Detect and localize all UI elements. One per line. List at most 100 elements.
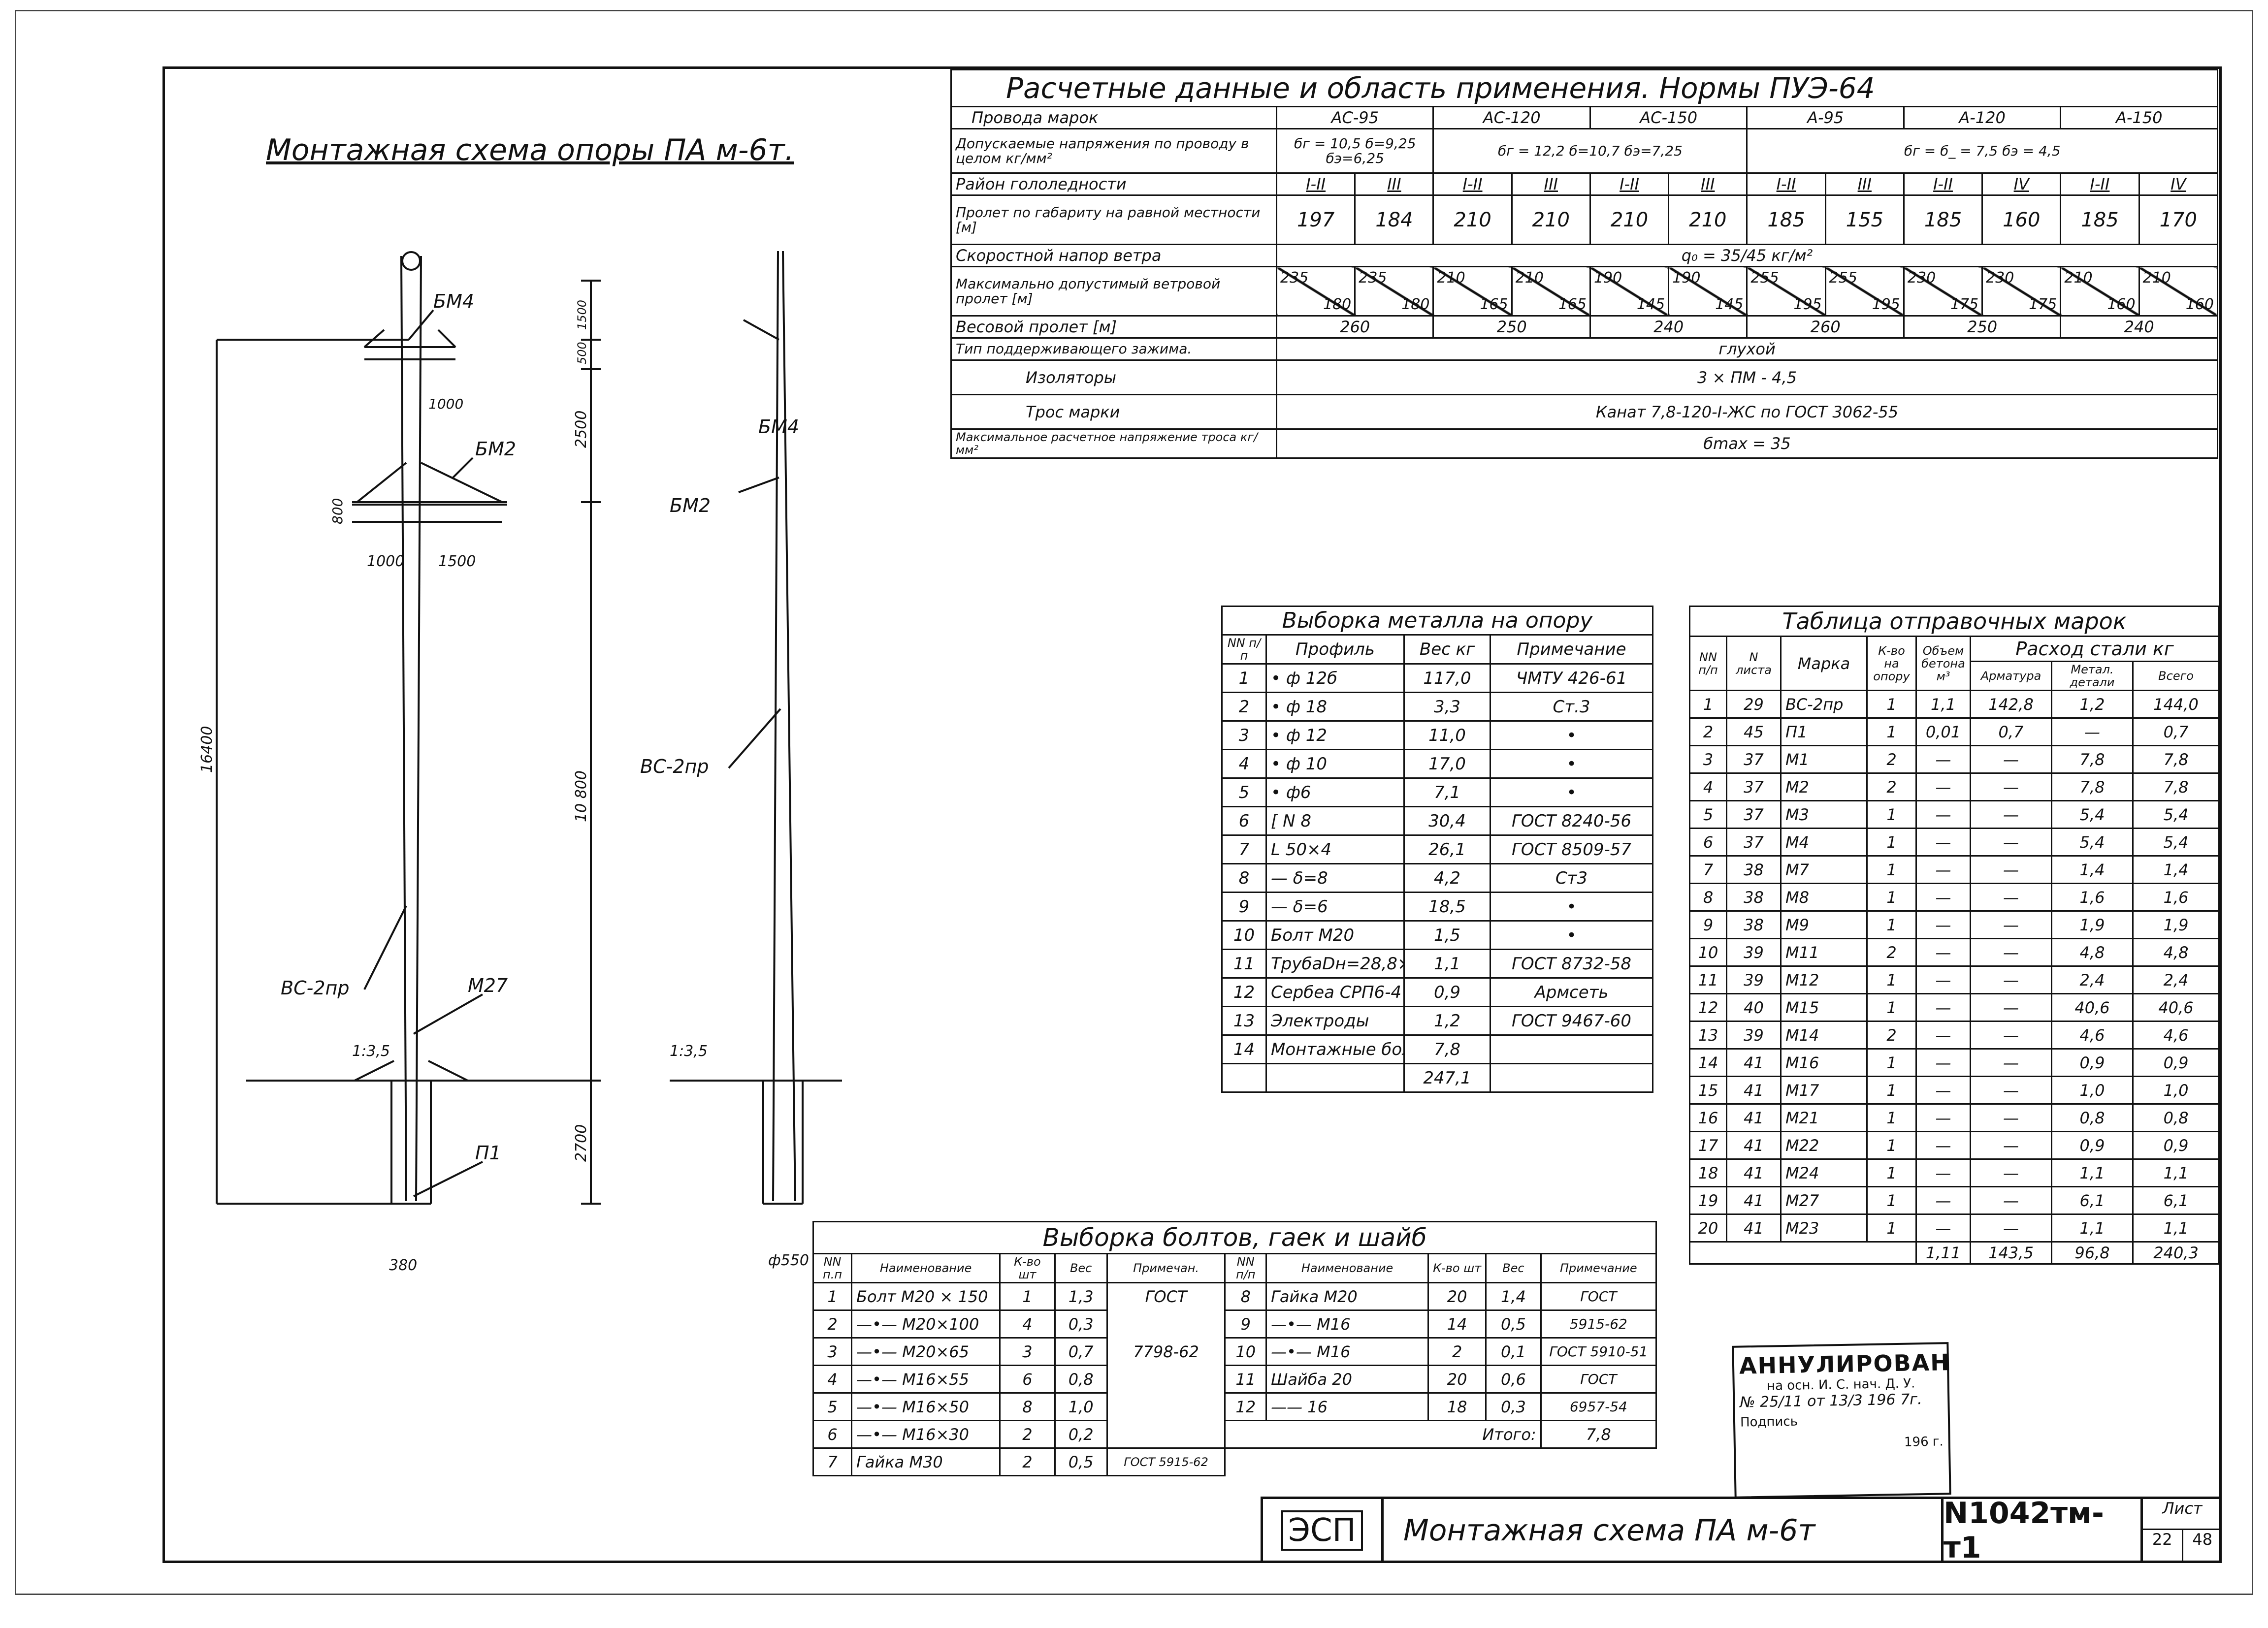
metal-cell: • ф 18 xyxy=(1265,692,1405,722)
maxwind-bottom: 165 xyxy=(1480,296,1508,313)
metal-cell xyxy=(1489,1034,1654,1064)
label-vs2pr: ВС-2пр xyxy=(281,977,349,999)
metal-cell: 4 xyxy=(1221,749,1267,779)
marks-cell: — xyxy=(1970,938,2052,967)
bolts-cell: 2 xyxy=(812,1309,853,1339)
wire-4: А-120 xyxy=(1903,106,2062,129)
bolts-right-header-4: Примечание xyxy=(1540,1253,1657,1283)
marks-cell: 1 xyxy=(1866,1158,1917,1187)
metal-cell: • ф 10 xyxy=(1265,749,1405,779)
bolts-cell: 4 xyxy=(812,1365,853,1394)
metal-cell: • xyxy=(1489,920,1654,950)
metal-cell: 14 xyxy=(1221,1034,1267,1064)
marks-cell: М27 xyxy=(1780,1186,1868,1215)
marks-cell: 1 xyxy=(1866,883,1917,912)
ice-7: III xyxy=(1824,172,1905,196)
metal-cell: [ N 8 xyxy=(1265,806,1405,836)
metal-cell: 13 xyxy=(1221,1006,1267,1036)
bolts-cell: 3 xyxy=(812,1337,853,1366)
marks-cell: 1 xyxy=(1866,828,1917,857)
bolts-cell: 6 xyxy=(999,1365,1056,1394)
bolts-cell: 8 xyxy=(1224,1282,1267,1311)
marks-cell: М7 xyxy=(1780,855,1868,884)
marks-cell: 38 xyxy=(1726,910,1782,939)
metal-cell: Болт М20 xyxy=(1265,920,1405,950)
dim-2500: 2500 xyxy=(573,411,590,448)
marks-cell: М1 xyxy=(1780,745,1868,774)
bolts-cell: —— 16 xyxy=(1265,1392,1429,1421)
bolts-header-2: К-во шт xyxy=(999,1253,1056,1283)
bolts-cell: 7 xyxy=(812,1447,853,1476)
marks-cell: 142,8 xyxy=(1970,690,2052,719)
marks-cell: М21 xyxy=(1780,1103,1868,1132)
table-cell xyxy=(1225,1448,1656,1476)
dim-1000b: 1000 xyxy=(367,553,404,570)
metal-cell: 0,9 xyxy=(1403,977,1491,1007)
marks-cell: — xyxy=(1915,800,1971,829)
sheet-frame xyxy=(162,66,2222,1563)
metal-cell: — δ=6 xyxy=(1265,892,1405,922)
bolts-cell: 2 xyxy=(1427,1337,1487,1366)
marks-cell: 7,8 xyxy=(2051,745,2134,774)
marks-cell: — xyxy=(1915,1213,1971,1243)
metal-cell: 117,0 xyxy=(1403,663,1491,693)
marks-cell: 0,9 xyxy=(2132,1131,2220,1160)
metal-cell: — δ=8 xyxy=(1265,863,1405,893)
bolts-cell: 20 xyxy=(1427,1282,1487,1311)
weight-label: Весовой пролет [м] xyxy=(950,315,1278,339)
drawing-title: Монтажная схема опоры ПА м-6т. xyxy=(266,133,794,167)
marks-total-all: 240,3 xyxy=(2132,1241,2220,1265)
weight-5: 240 xyxy=(2060,315,2218,339)
metal-cell xyxy=(1489,1063,1654,1093)
wire-5: А-150 xyxy=(2060,106,2218,129)
bolts-cell: 12 xyxy=(1224,1392,1267,1421)
marks-cell: — xyxy=(1915,938,1971,967)
marks-total-rebar: 143,5 xyxy=(1970,1241,2052,1265)
marks-cell: М3 xyxy=(1780,800,1868,829)
bolts-cell: 5915-62 xyxy=(1540,1309,1657,1339)
weight-4: 250 xyxy=(1903,315,2062,339)
ice-2: I-II xyxy=(1432,172,1513,196)
span-11: 170 xyxy=(2138,194,2219,245)
bolts-cell: 1,4 xyxy=(1485,1282,1542,1311)
stress-label: Допускаемые напряжения по проводу в цело… xyxy=(950,128,1278,174)
bolts-cell: 1 xyxy=(812,1282,853,1311)
marks-cell: 45 xyxy=(1726,717,1782,746)
marks-cell: — xyxy=(1970,828,2052,857)
marks-cell: 2 xyxy=(1866,938,1917,967)
maxwind-top: 235 xyxy=(1359,269,1387,287)
marks-cell: 1 xyxy=(1866,965,1917,994)
marks-cell: 1,1 xyxy=(1915,690,1971,719)
metal-cell: 1,5 xyxy=(1403,920,1491,950)
bolts-cell: 0,8 xyxy=(1054,1365,1108,1394)
marks-cell: 2 xyxy=(1866,1021,1917,1050)
marks-cell: 1 xyxy=(1866,1103,1917,1132)
bolts-total-label: Итого: xyxy=(1224,1420,1542,1449)
marks-cell: 1,9 xyxy=(2132,910,2220,939)
marks-h-rebar: Арматура xyxy=(1970,661,2052,691)
metal-title: Выборка металла на опору xyxy=(1221,606,1654,636)
bolts-cell: —•— М20×100 xyxy=(851,1309,1001,1339)
bolts-cell: 5 xyxy=(812,1392,853,1421)
bolts-cell: 0,1 xyxy=(1485,1337,1542,1366)
bolts-cell: —•— М20×65 xyxy=(851,1337,1001,1366)
metal-cell: 11,0 xyxy=(1403,720,1491,750)
maxwind-label: Максимально допустимый ветровой пролет [… xyxy=(950,266,1278,317)
ice-8: I-II xyxy=(1903,172,1983,196)
marks-cell: — xyxy=(1915,745,1971,774)
marks-cell: 38 xyxy=(1726,883,1782,912)
label-bm2-side: БМ2 xyxy=(670,495,711,516)
marks-cell: 41 xyxy=(1726,1131,1782,1160)
marks-cell: 1 xyxy=(1866,690,1917,719)
span-4: 210 xyxy=(1589,194,1670,245)
bolts-cell: 0,3 xyxy=(1485,1392,1542,1421)
